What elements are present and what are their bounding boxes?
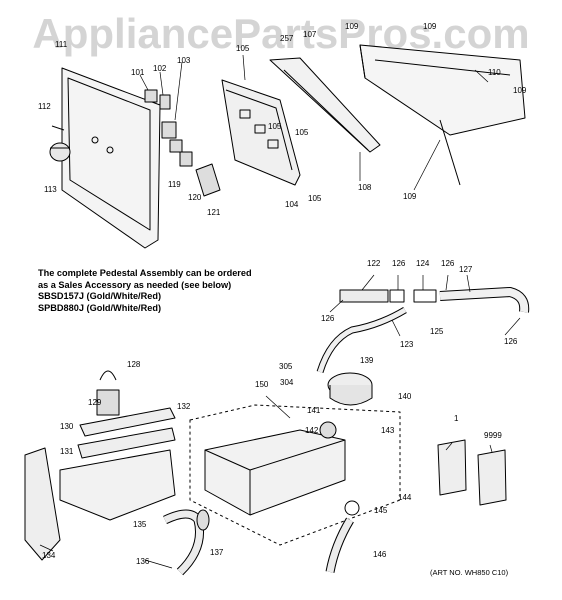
callout-label: 122 (367, 259, 381, 268)
callout-label: 105 (308, 194, 322, 203)
callout-label: 119 (168, 180, 181, 189)
callout-label: 9999 (484, 431, 502, 440)
callout-label: 120 (188, 193, 202, 202)
callout-label: 112 (38, 102, 51, 111)
callout-label: 109 (345, 22, 359, 31)
callout-label: 109 (423, 22, 437, 31)
callout-label: 134 (42, 551, 56, 560)
callout-label: 140 (398, 392, 412, 401)
callout-label: 105 (295, 128, 309, 137)
callout-label: 121 (207, 208, 221, 217)
callout-label: 105 (268, 122, 282, 131)
hoses-drawing (316, 287, 530, 374)
callout-label: 108 (358, 183, 372, 192)
top-panel-drawing (359, 44, 526, 186)
callout-label: 1 (454, 414, 459, 423)
pedestal-drawer-drawing (189, 404, 401, 546)
callout-label: 131 (60, 447, 74, 456)
callout-label: 103 (177, 56, 191, 65)
callout-label: 105 (236, 44, 250, 53)
art-number: (ART NO. WH850 C10) (430, 568, 509, 577)
callout-label: 150 (255, 380, 269, 389)
control-board-drawing (221, 79, 301, 186)
callout-label: 126 (392, 259, 406, 268)
callout-label: 104 (285, 200, 299, 209)
callout-label: 126 (441, 259, 455, 268)
callout-label: 107 (303, 30, 317, 39)
callout-label: 130 (60, 422, 74, 431)
callout-label: 110 (488, 68, 501, 77)
callout-label: 146 (373, 550, 387, 559)
pedestal-frame-drawing (24, 370, 176, 561)
callout-label: 126 (321, 314, 335, 323)
note-line: The complete Pedestal Assembly can be or… (38, 268, 252, 278)
callout-label: 135 (133, 520, 147, 529)
callout-label: 141 (307, 406, 321, 415)
callout-label: 143 (381, 426, 395, 435)
callout-label: 113 (44, 185, 57, 194)
callout-label: 101 (131, 68, 145, 77)
callout-label: 129 (88, 398, 102, 407)
callout-label: 124 (416, 259, 430, 268)
note-line: SBSD157J (Gold/White/Red) (38, 291, 162, 301)
callout-label: 102 (153, 64, 167, 73)
callout-label: 128 (127, 360, 141, 369)
callout-label: 136 (136, 557, 150, 566)
callout-label: 145 (374, 506, 388, 515)
callout-label: 111 (55, 40, 68, 49)
callout-label: 125 (430, 327, 444, 336)
switch-parts-drawing (144, 89, 221, 197)
pump-drawing (327, 372, 373, 406)
callout-label: 127 (459, 265, 473, 274)
rail-drawing (269, 57, 381, 153)
callout-label: 137 (210, 548, 224, 557)
callout-label: 109 (513, 86, 527, 95)
literature-drawing (437, 439, 507, 506)
callout-label: 139 (360, 356, 374, 365)
callout-label: 126 (504, 337, 518, 346)
callout-label: 257 (280, 34, 294, 43)
hose-146-drawing (325, 500, 360, 573)
callout-label: 109 (403, 192, 417, 201)
note-line: as a Sales Accessory as needed (see belo… (38, 279, 232, 290)
callout-label: 132 (177, 402, 191, 411)
note-line: SPBD880J (Gold/White/Red) (38, 302, 162, 313)
control-panel-drawing (49, 67, 161, 249)
callout-label: 144 (398, 493, 412, 502)
watermark: AppliancePartsPros.com (32, 10, 530, 57)
callout-label: 123 (400, 340, 414, 349)
pedestal-note: The complete Pedestal Assembly can be or… (38, 268, 278, 314)
callout-label: 304 (280, 378, 294, 387)
callout-label: 142 (305, 426, 319, 435)
callout-label: 305 (279, 362, 293, 371)
drain-hose-drawing (163, 509, 210, 576)
